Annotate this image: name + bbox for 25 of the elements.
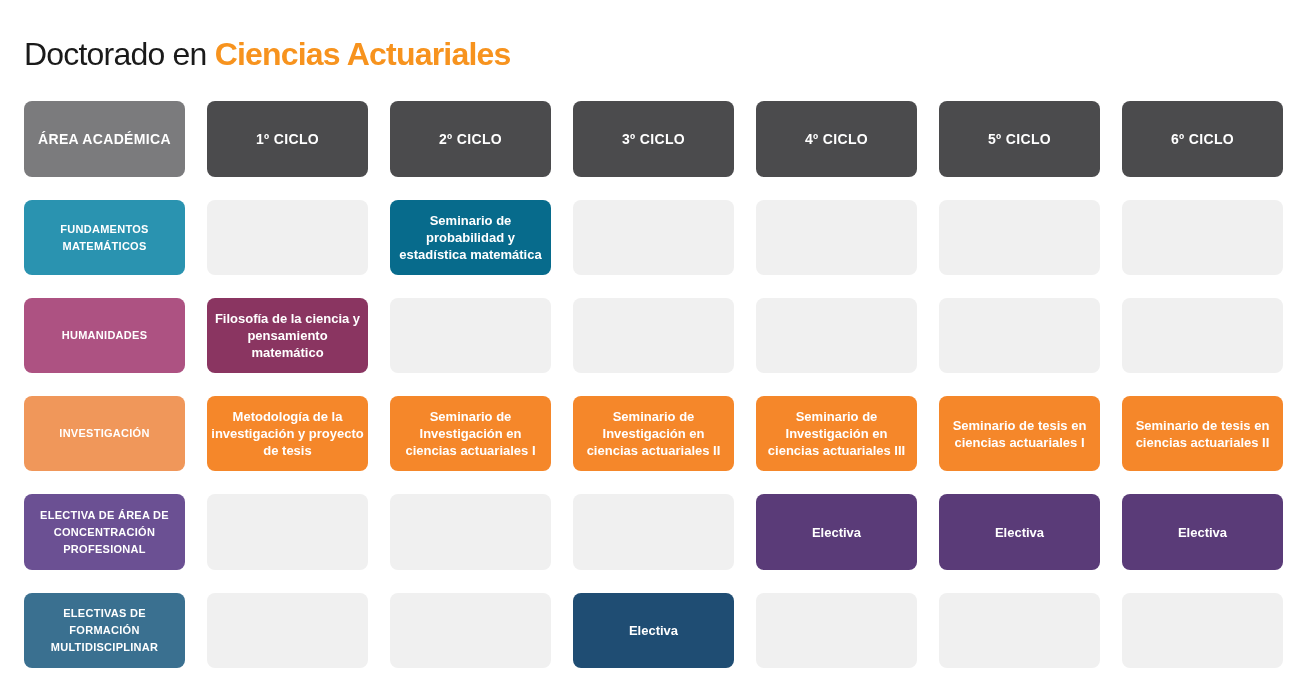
course-box: Seminario de Investigación en ciencias actuariales I (390, 396, 551, 471)
column-header: 2º CICLO (390, 101, 551, 177)
course-box: Metodología de la investigación y proyecto de tesis (207, 396, 368, 471)
course-box: Seminario de tesis en ciencias actuariales II (1122, 396, 1283, 471)
course-box: Electiva (1122, 494, 1283, 570)
course-box: Electiva (573, 593, 734, 668)
column-header: 6º CICLO (1122, 101, 1283, 177)
course-box: Seminario de Investigación en ciencias actuariales III (756, 396, 917, 471)
course-box: Seminario de tesis en ciencias actuariales I (939, 396, 1100, 471)
course-box: Electiva (939, 494, 1100, 570)
column-header: 3º CICLO (573, 101, 734, 177)
column-header: 4º CICLO (756, 101, 917, 177)
area-label: ELECTIVAS DE FORMACIÓN MULTIDISCIPLINAR (24, 593, 185, 668)
area-label: ELECTIVA DE ÁREA DE CONCENTRACIÓN PROFESIONAL (24, 494, 185, 570)
column-header: ÁREA ACADÉMICA (24, 101, 185, 177)
area-label: HUMANIDADES (24, 298, 185, 373)
column-header: 5º CICLO (939, 101, 1100, 177)
column-header: 1º CICLO (207, 101, 368, 177)
area-label: FUNDAMENTOS MATEMÁTICOS (24, 200, 185, 275)
course-box: Seminario de probabilidad y estadística matemática (390, 200, 551, 275)
title: Doctorado en Ciencias Actuariales (24, 35, 511, 74)
course-box: Filosofía de la ciencia y pensamiento matemático (207, 298, 368, 373)
area-label: INVESTIGACIÓN (24, 396, 185, 471)
course-box: Seminario de Investigación en ciencias actuariales II (573, 396, 734, 471)
course-box: Electiva (756, 494, 917, 570)
